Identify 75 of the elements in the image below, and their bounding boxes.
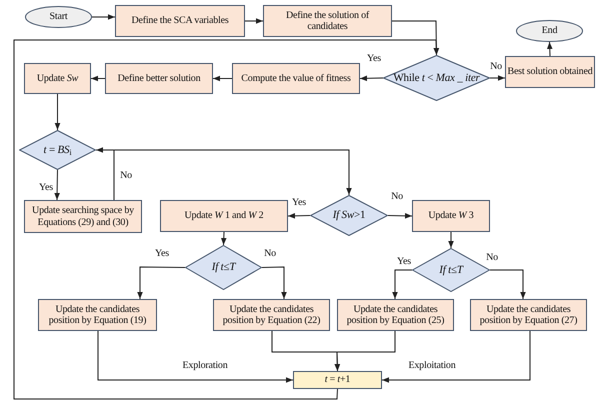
arrow [490,270,526,300]
process-box [337,299,454,331]
arrow [212,76,232,82]
terminal-ellipse [25,6,92,28]
decision-diamond [383,55,490,101]
node-text: Update searching space by Equations (29) and (30) [31,205,135,228]
arrow [54,94,60,130]
process-box [263,5,392,37]
node-text: If t≤T [210,261,236,274]
process-box [105,63,213,94]
arrow [360,76,384,82]
process-box [24,200,142,233]
node-text: While t < Max _ iter [392,72,481,84]
arrow [448,232,454,248]
process-box [232,63,360,94]
arrow [244,18,264,24]
process-box [24,63,91,94]
edge-label: Yes [38,183,54,193]
arrow [382,330,530,383]
arrow [92,14,116,20]
process-box [293,371,382,389]
node-text: Update the candidates position by Equation (27) [478,304,578,326]
arrow [98,330,294,383]
node-text: t = t+1 [324,374,352,386]
arrow [54,170,60,200]
node-text: Update the candidates position by Equation (22) [222,304,322,326]
arrow [96,150,352,196]
node-text: End [540,25,558,37]
edge-label: No [390,192,404,202]
node-text: If Sw>1 [332,209,366,222]
node-text: Update the candidates position by Equation (25) [346,304,446,326]
edge-label: Yes [366,54,382,64]
edge-label: Yes [154,249,170,259]
arrow [388,213,412,219]
process-box [412,200,490,232]
arrow [262,266,287,300]
edge-label: No [263,249,277,259]
edge-label: Exploitation [407,361,457,371]
process-box [505,56,595,88]
arrow [14,40,440,400]
process-box [160,200,288,232]
edge-label: No [489,62,503,72]
arrow [220,232,227,246]
arrow [334,330,396,372]
edge-label: Yes [396,257,412,267]
node-text: Update Sw [36,72,80,84]
arrow [137,266,186,300]
edge-label: Exploration [182,361,228,371]
process-box [38,299,157,331]
node-text: Update W 1 and W 2 [184,210,264,222]
node-text: t = BS$_{i}$ [42,144,72,156]
process-box [213,299,330,331]
process-box [115,5,245,37]
arrow [96,147,114,200]
node-text: Define better solution [116,72,202,84]
node-text: Compute the value of fitness [240,72,352,84]
decision-diamond [185,245,262,290]
node-text: If t≤T [438,264,464,276]
edge-label: Yes [291,198,307,208]
decision-diamond [19,130,96,170]
terminal-ellipse [516,20,583,42]
process-box [470,299,587,331]
node-text: Best solution obtained [506,66,594,78]
decision-diamond [310,195,388,236]
arrow [490,75,506,81]
node-text: Update the candidates position by Equation (19) [48,304,148,326]
node-text: Update W 3 [427,210,475,222]
node-text: Define the solution of candidates [284,10,370,32]
arrow [90,76,106,82]
edge-label: No [119,171,133,181]
arrow [288,213,310,219]
arrow [392,270,412,300]
node-text: Define the SCA variables [130,15,230,27]
arrow [546,42,553,56]
node-text: Start [48,11,68,23]
